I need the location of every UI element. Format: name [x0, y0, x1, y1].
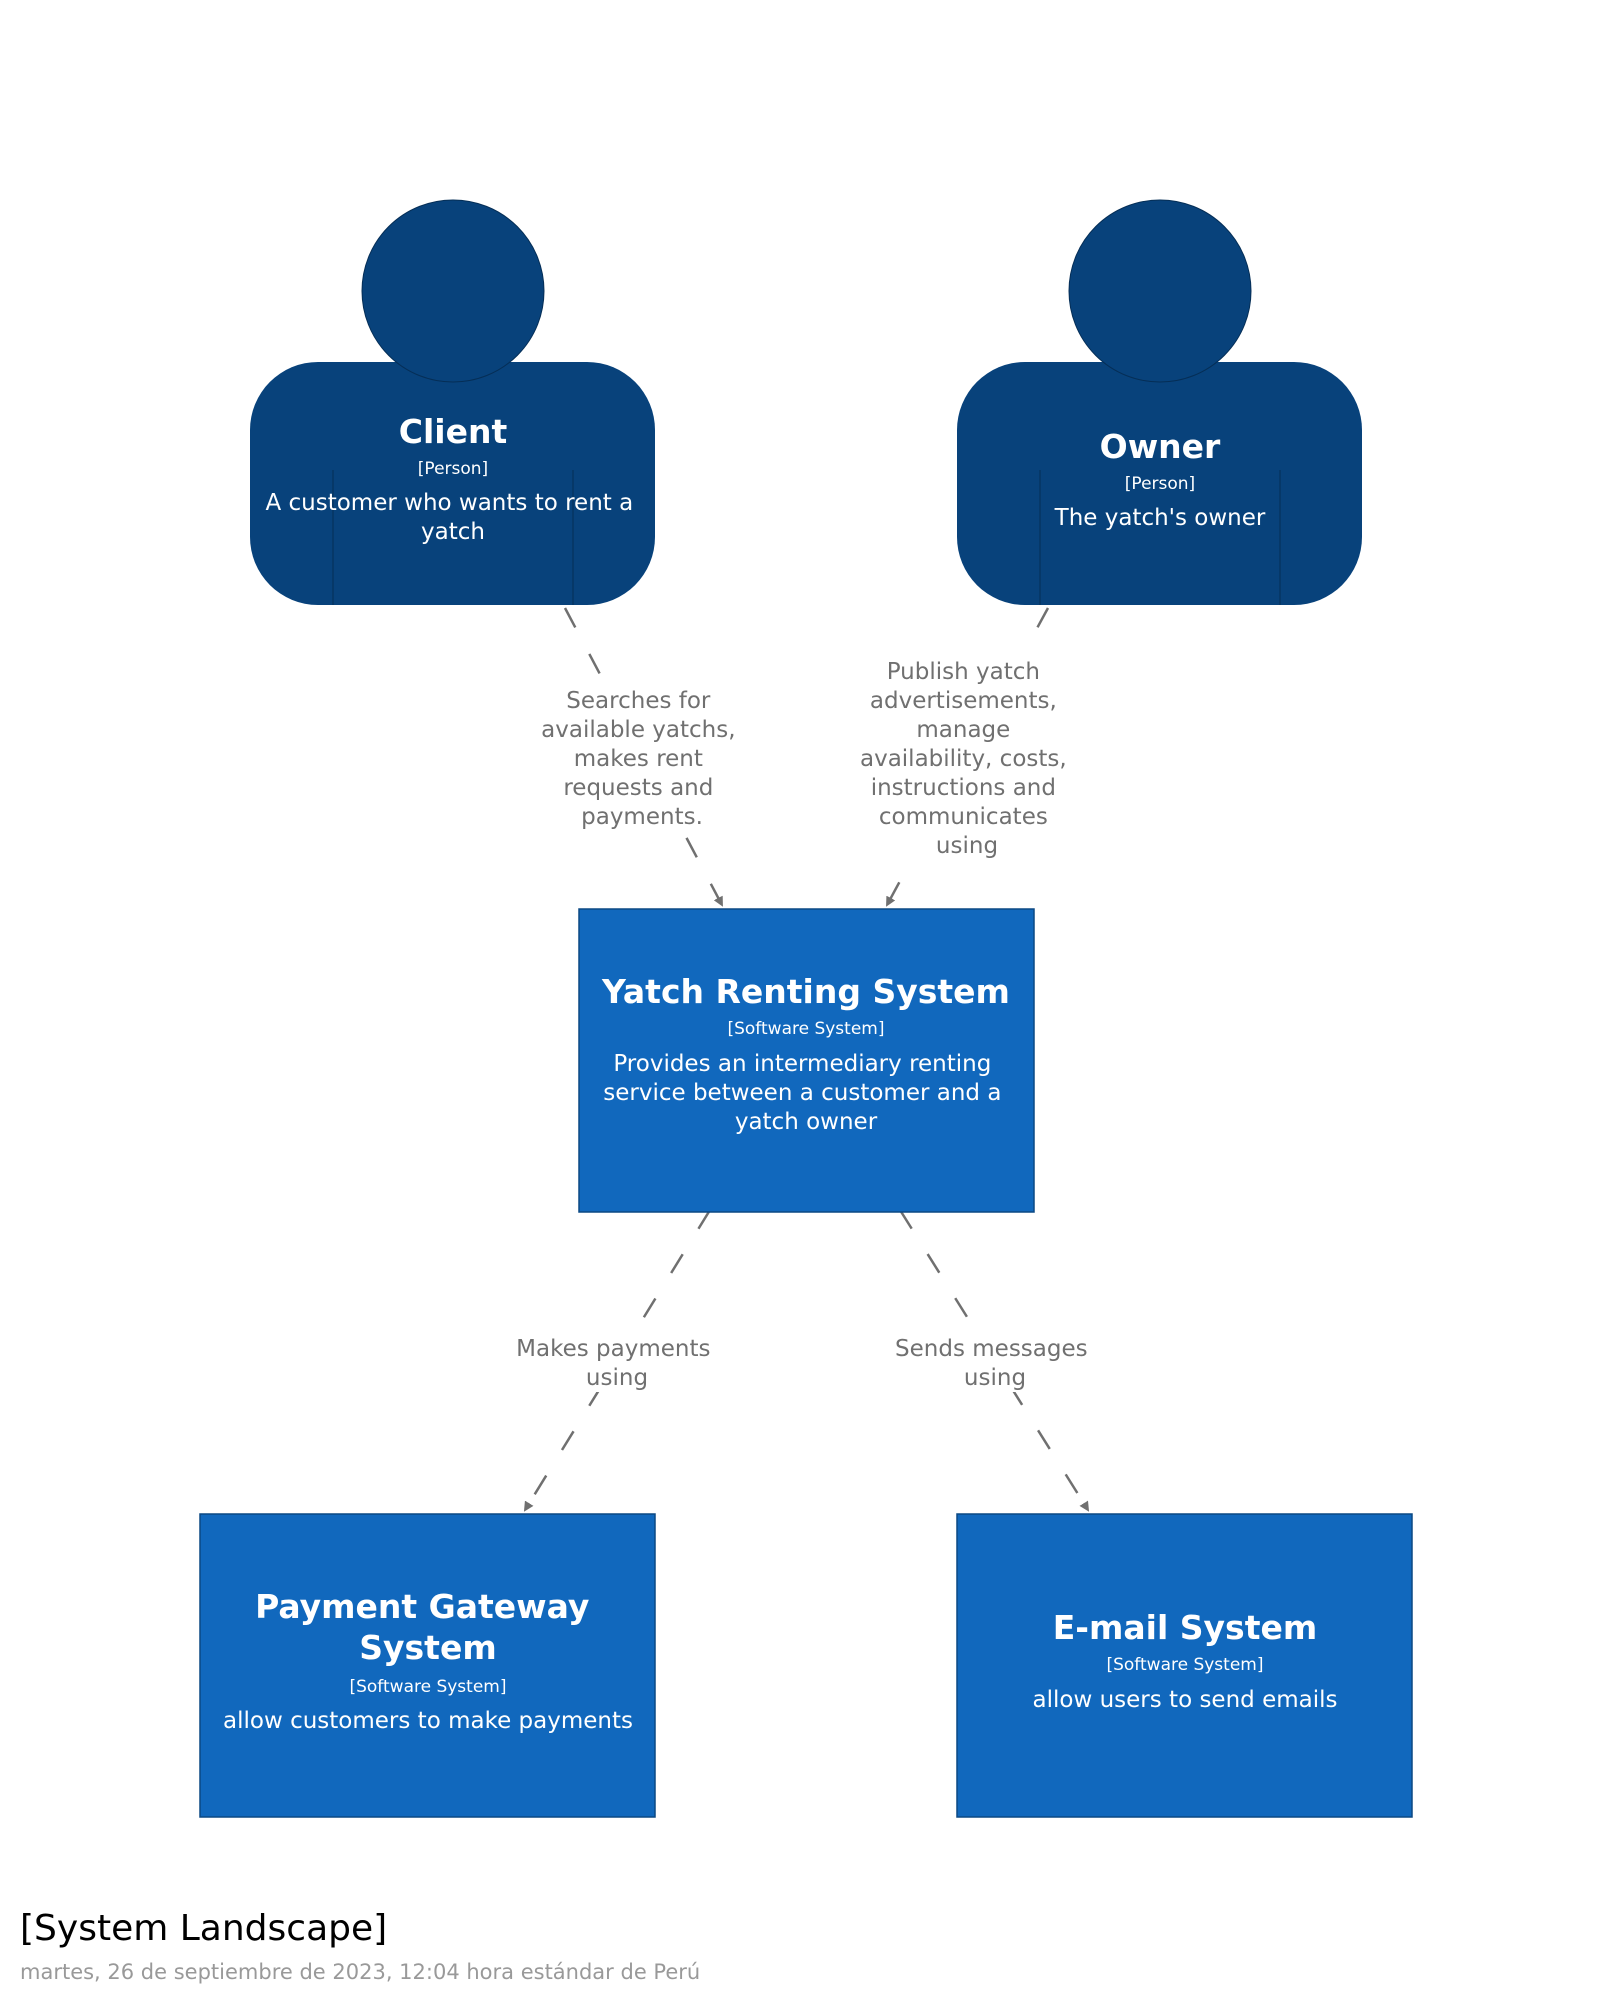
- node-type: [Person]: [418, 459, 488, 479]
- label-line: manage: [916, 717, 1010, 743]
- label-line: Searches for: [566, 688, 711, 714]
- node-name: Yatch Renting System: [601, 972, 1010, 1011]
- diagram-title: [System Landscape]: [20, 1908, 388, 1949]
- system-box: [956, 1513, 1413, 1818]
- relationship-label-background: [510, 1322, 725, 1392]
- node-type: [Software System]: [1106, 1655, 1263, 1675]
- person-head: [1068, 199, 1252, 383]
- person-owner[interactable]: Owner [Person] The yatch's owner: [957, 199, 1362, 605]
- diagram-timestamp: martes, 26 de septiembre de 2023, 12:04 …: [20, 1960, 701, 1984]
- relationship-label-background: [540, 675, 750, 835]
- desc-line: A customer who wants to rent a: [265, 490, 633, 516]
- node-description: The yatch's owner: [1054, 505, 1266, 531]
- label-line: Makes payments: [516, 1336, 710, 1362]
- relationship-client-to-yatch: Searches for available yatchs, makes ren…: [540, 607, 750, 907]
- desc-line: The yatch's owner: [1054, 505, 1266, 531]
- node-description: allow users to send emails: [1033, 1687, 1338, 1713]
- person-client[interactable]: Client [Person] A customer who wants to …: [250, 199, 655, 605]
- label-line: payments.: [581, 804, 703, 830]
- person-body: [957, 362, 1362, 605]
- relationship-owner-to-yatch: Publish yatch advertisements, manage ava…: [860, 607, 1074, 907]
- desc-line: Provides an intermediary renting: [613, 1051, 991, 1077]
- node-type: [Software System]: [727, 1019, 884, 1039]
- node-name: Owner: [1100, 427, 1221, 466]
- desc-line: service between a customer and a: [603, 1080, 1001, 1106]
- desc-line: allow users to send emails: [1033, 1687, 1338, 1713]
- label-line: availability, costs,: [860, 746, 1067, 772]
- system-email[interactable]: E-mail System [Software System] allow us…: [956, 1513, 1413, 1818]
- label-line: Sends messages: [895, 1336, 1088, 1362]
- label-line: available yatchs,: [541, 717, 735, 743]
- desc-line: yatch: [421, 519, 485, 545]
- system-payment-gateway[interactable]: Payment Gateway System [Software System]…: [199, 1513, 656, 1818]
- desc-line: yatch owner: [735, 1109, 878, 1135]
- label-line: communicates: [879, 804, 1048, 830]
- label-line: using: [964, 1365, 1026, 1391]
- label-line: using: [936, 833, 998, 859]
- system-yatch-renting[interactable]: Yatch Renting System [Software System] P…: [578, 908, 1035, 1213]
- label-line: Publish yatch: [887, 659, 1040, 685]
- relationship-label: Searches for available yatchs, makes ren…: [541, 688, 743, 830]
- node-description: allow customers to make payments: [223, 1708, 633, 1734]
- relationship-label: Makes payments using: [516, 1336, 718, 1391]
- node-description: Provides an intermediary renting service…: [603, 1051, 1008, 1135]
- relationship-yatch-to-email: Sends messages using: [888, 1209, 1103, 1512]
- system-box: [578, 908, 1035, 1213]
- system-box: [199, 1513, 656, 1818]
- node-name: Payment Gateway System: [255, 1587, 601, 1667]
- label-line: using: [586, 1365, 648, 1391]
- node-name: Client: [399, 412, 508, 451]
- relationship-label: Sends messages using: [895, 1336, 1095, 1391]
- label-line: instructions and: [871, 775, 1056, 801]
- person-head: [361, 199, 545, 383]
- name-line: Payment Gateway: [255, 1587, 589, 1626]
- label-line: makes rent: [574, 746, 703, 772]
- desc-line: allow customers to make payments: [223, 1708, 633, 1734]
- relationship-label-background: [888, 1322, 1103, 1392]
- node-description: A customer who wants to rent a yatch: [265, 490, 640, 545]
- name-line: System: [359, 1628, 496, 1667]
- relationship-yatch-to-payment: Makes payments using: [510, 1209, 725, 1512]
- label-line: advertisements,: [870, 688, 1057, 714]
- relationship-label-background: [862, 645, 1072, 865]
- label-line: requests and: [563, 775, 713, 801]
- node-name: E-mail System: [1053, 1608, 1317, 1647]
- node-type: [Person]: [1125, 474, 1195, 494]
- person-body: [250, 362, 655, 605]
- node-type: [Software System]: [349, 1677, 506, 1697]
- relationship-label: Publish yatch advertisements, manage ava…: [860, 659, 1074, 859]
